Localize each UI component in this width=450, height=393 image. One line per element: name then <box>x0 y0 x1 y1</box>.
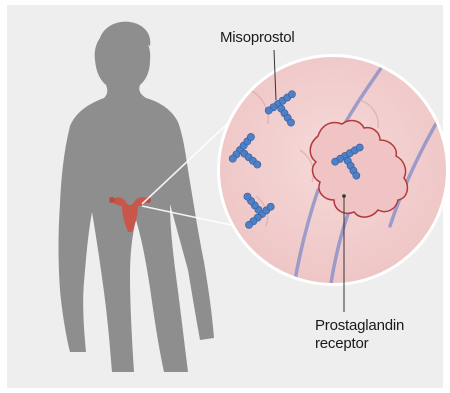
receptor-label-line1: Prostaglandin <box>315 317 404 335</box>
receptor-label: Prostaglandin receptor <box>315 317 404 353</box>
receptor-label-line2: receptor <box>315 335 404 353</box>
receptor-leader-dot <box>342 194 346 198</box>
misoprostol-label: Misoprostol <box>220 29 295 47</box>
